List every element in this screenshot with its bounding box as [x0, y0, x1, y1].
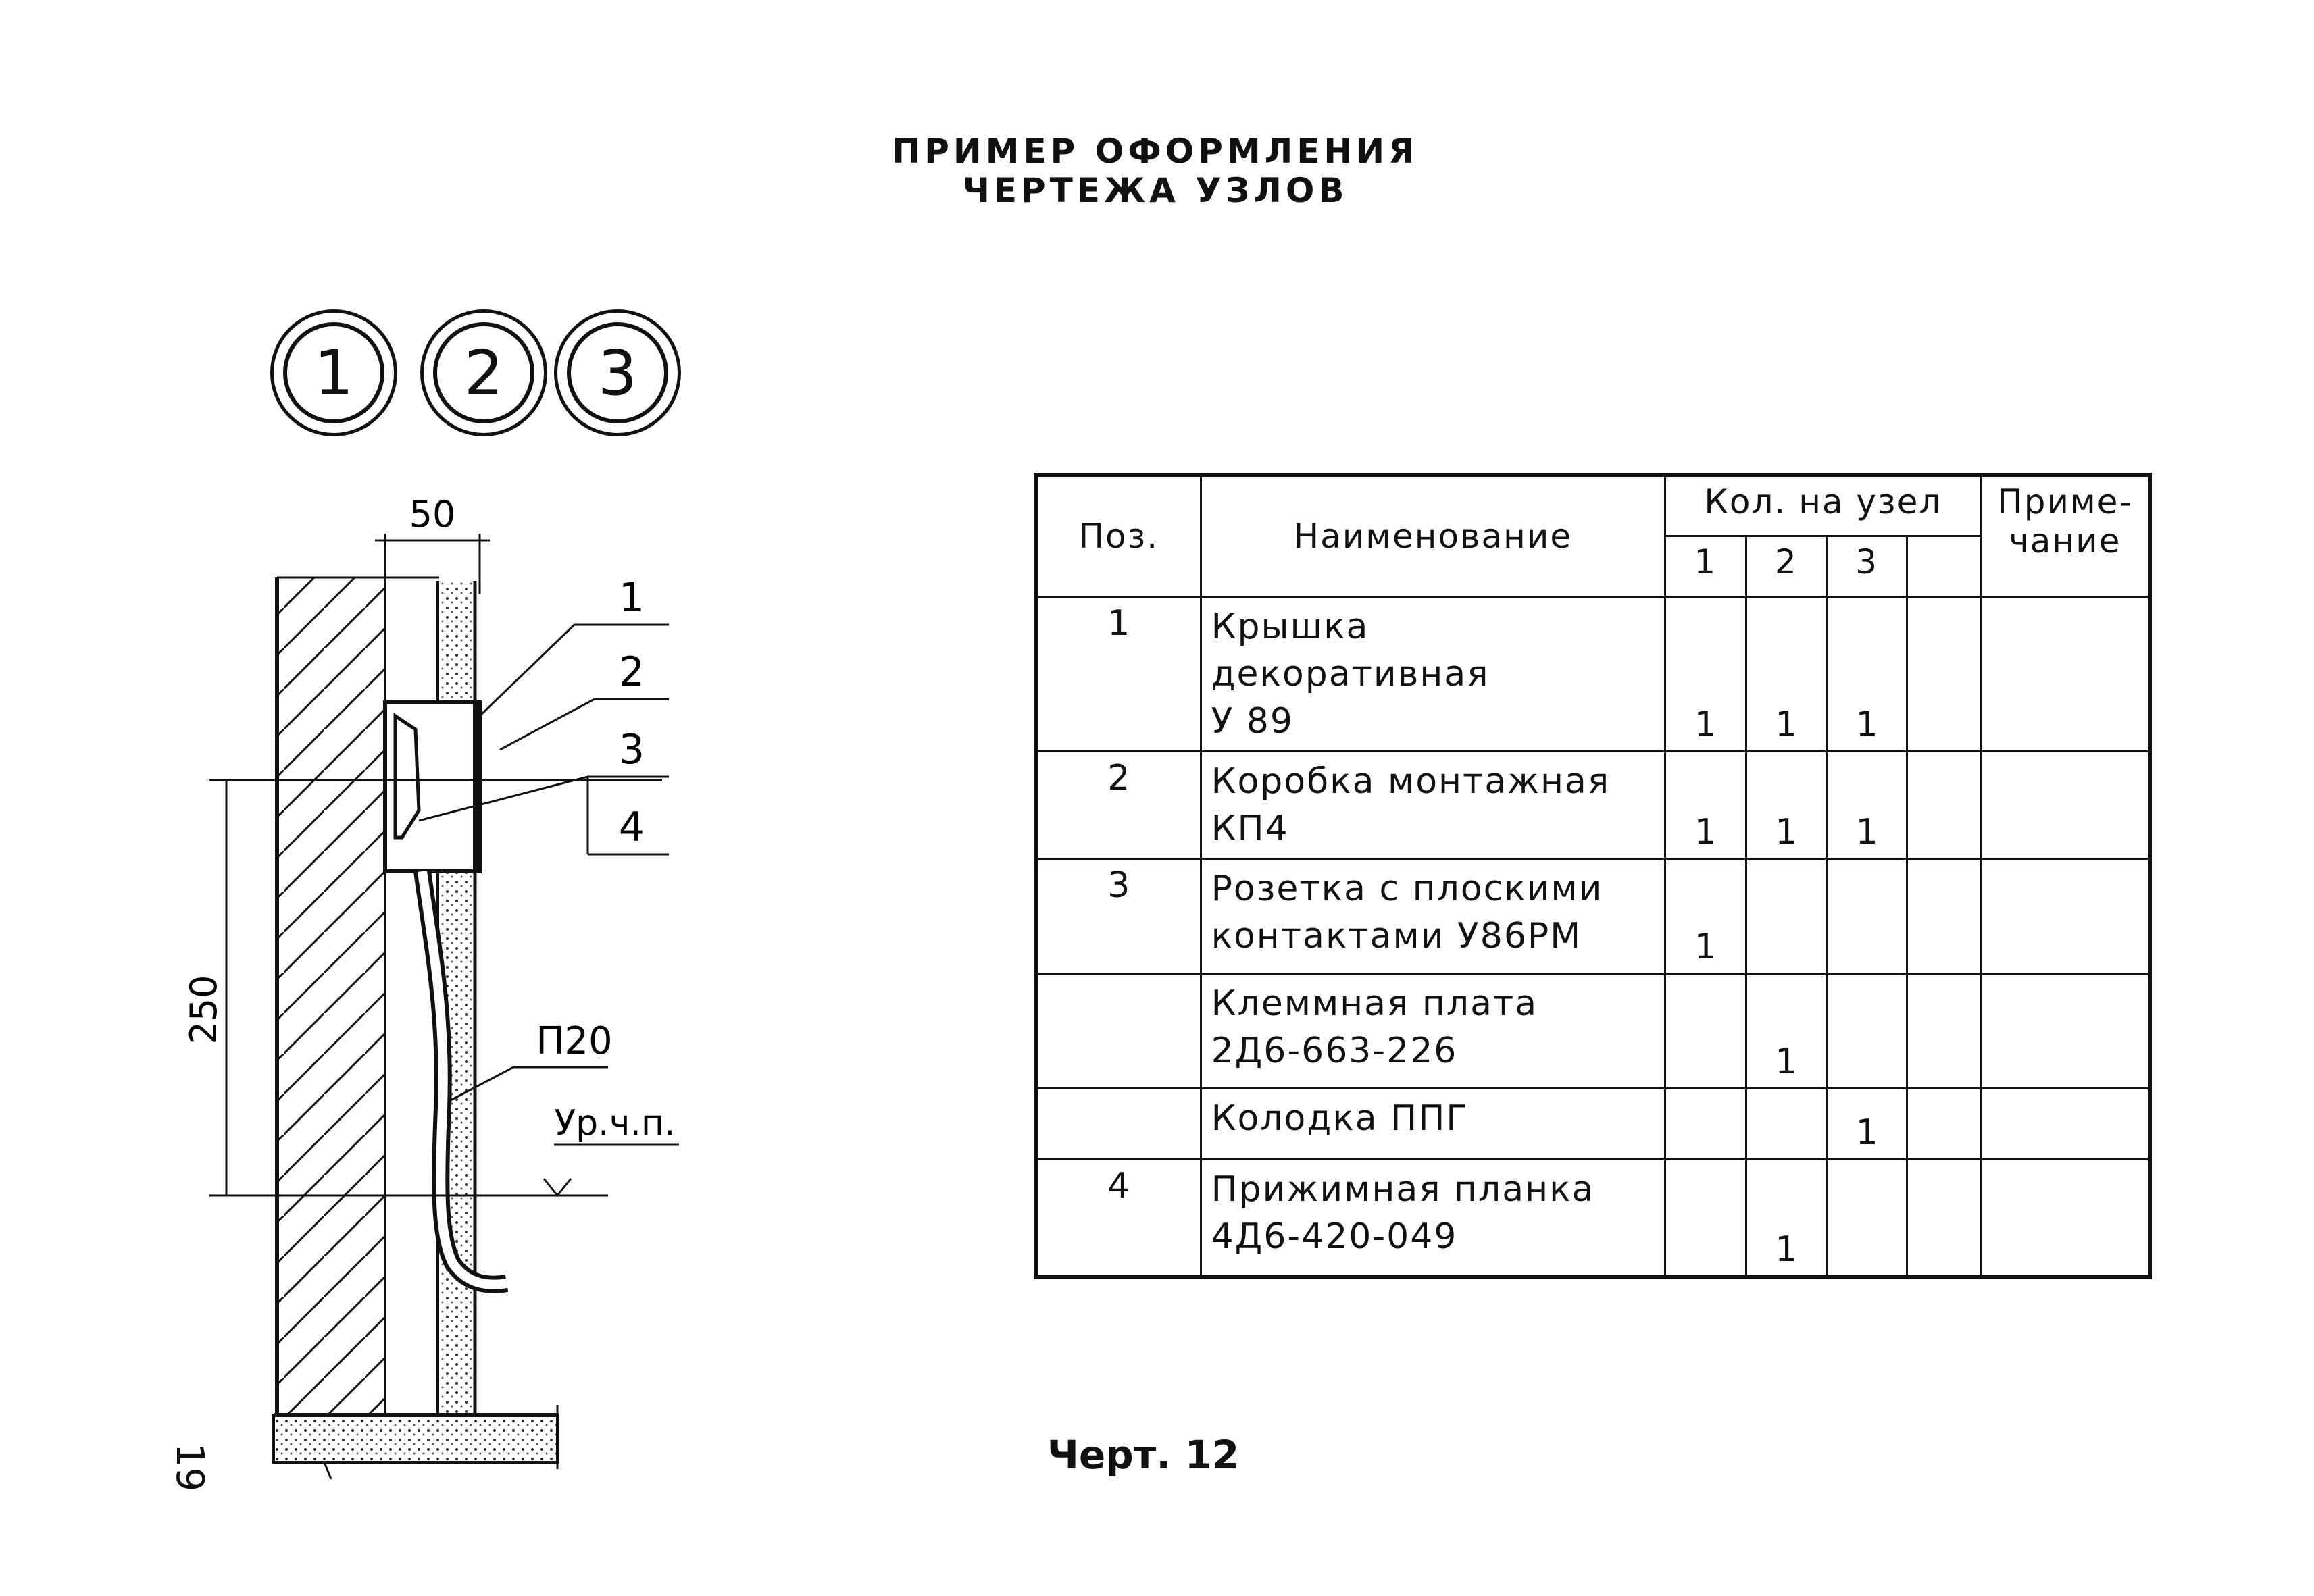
row-pos: 4: [1034, 1158, 1202, 1279]
row-q4: [1906, 857, 1982, 975]
row-note: [1980, 750, 2151, 860]
header-qty-group: Кол. на узел: [1664, 473, 1982, 537]
row-q1: [1664, 972, 1747, 1089]
header-qty-2: 2: [1744, 534, 1828, 598]
cable-label: П20: [536, 1019, 612, 1063]
table-row: 1 Крышка декоративная У 89 1 1 1: [1034, 595, 2151, 752]
row-pos: 2: [1034, 750, 1202, 860]
row-pos: [1034, 1087, 1202, 1160]
row-q2: 1: [1744, 595, 1828, 752]
specification-table: Поз. Наименование Кол. на узел Приме- ча…: [1034, 473, 2152, 1279]
table-row: Колодка ППГ 1: [1034, 1087, 2151, 1160]
node-marker-label: 3: [567, 322, 668, 423]
table-row: 2 Коробка монтажная КП4 1 1 1: [1034, 750, 2151, 860]
table-row: Клеммная плата 2Д6-663-226 1: [1034, 972, 2151, 1089]
row-q2: [1744, 857, 1828, 975]
row-note: [1980, 972, 2151, 1089]
floor-level-label: Ур.ч.п.: [554, 1103, 675, 1143]
row-pos: 1: [1034, 595, 1202, 752]
callout-2: 2: [619, 648, 645, 696]
row-q3: 1: [1825, 750, 1909, 860]
callout-3: 3: [619, 726, 645, 773]
node-marker-label: 1: [283, 322, 384, 423]
row-q4: [1906, 1087, 1982, 1160]
row-note: [1980, 595, 2151, 752]
header-name: Наименование: [1199, 473, 1667, 598]
row-q4: [1906, 972, 1982, 1089]
row-q3: 1: [1825, 595, 1909, 752]
callout-1: 1: [619, 574, 645, 621]
row-q3: [1825, 1158, 1909, 1279]
decorative-cover: [473, 702, 482, 871]
row-pos: 3: [1034, 857, 1202, 975]
row-q1: [1664, 1158, 1747, 1279]
row-pos: [1034, 972, 1202, 1089]
row-q3: 1: [1825, 1087, 1909, 1160]
table-header-subrow: 1 2 3: [1036, 534, 2150, 598]
row-name: Крышка декоративная У 89: [1199, 595, 1667, 752]
table-row: 3 Розетка с плоскими контактами У86РМ 1: [1034, 857, 2151, 975]
floor-slab: [272, 1414, 559, 1464]
row-q4: [1906, 1158, 1982, 1279]
section-drawing: 50 250 1 2 3 4 П20 Ур.ч.п.: [182, 493, 679, 1480]
row-q1: [1664, 1087, 1747, 1160]
dim-height-label: 250: [182, 975, 225, 1044]
row-q1: 1: [1664, 750, 1747, 860]
dim-width-label: 50: [409, 493, 456, 536]
node-marker-3: 3: [554, 309, 681, 436]
drawing-caption: Черт. 12: [1047, 1432, 1240, 1478]
row-q4: [1906, 595, 1982, 752]
node-marker-2: 2: [420, 309, 547, 436]
header-pos: Поз.: [1034, 473, 1202, 598]
header-qty-3: 3: [1825, 534, 1909, 598]
row-q4: [1906, 750, 1982, 860]
row-note: [1980, 1158, 2151, 1279]
table-row: 4 Прижимная планка 4Д6-420-049 1: [1034, 1158, 2151, 1279]
row-name: Прижимная планка 4Д6-420-049: [1199, 1158, 1667, 1279]
row-q2: [1744, 1087, 1828, 1160]
callout-4: 4: [619, 804, 645, 851]
wall-hatch: [277, 577, 385, 1415]
row-name: Коробка монтажная КП4: [1199, 750, 1667, 860]
mounting-box: [383, 700, 482, 873]
row-note: [1980, 1087, 2151, 1160]
row-q3: [1825, 972, 1909, 1089]
page-number: 19: [168, 1443, 212, 1492]
node-marker-label: 2: [433, 322, 534, 423]
node-marker-1: 1: [270, 309, 397, 436]
row-name: Колодка ППГ: [1199, 1087, 1667, 1160]
header-qty-1: 1: [1664, 534, 1747, 598]
header-qty-4: [1906, 534, 1982, 598]
row-name: Розетка с плоскими контактами У86РМ: [1199, 857, 1667, 975]
socket-insert: [393, 713, 421, 840]
page-title: ПРИМЕР ОФОРМЛЕНИЯ ЧЕРТЕЖА УЗЛОВ: [892, 132, 1419, 210]
row-q3: [1825, 857, 1909, 975]
header-note: Приме- чание: [1980, 473, 2151, 598]
row-note: [1980, 857, 2151, 975]
table-header-row: Поз. Наименование Кол. на узел Приме- ча…: [1034, 473, 2151, 598]
row-q2: 1: [1744, 1158, 1828, 1279]
row-q1: 1: [1664, 595, 1747, 752]
row-q2: 1: [1744, 972, 1828, 1089]
row-name: Клеммная плата 2Д6-663-226: [1199, 972, 1667, 1089]
row-q1: 1: [1664, 857, 1747, 975]
row-q2: 1: [1744, 750, 1828, 860]
